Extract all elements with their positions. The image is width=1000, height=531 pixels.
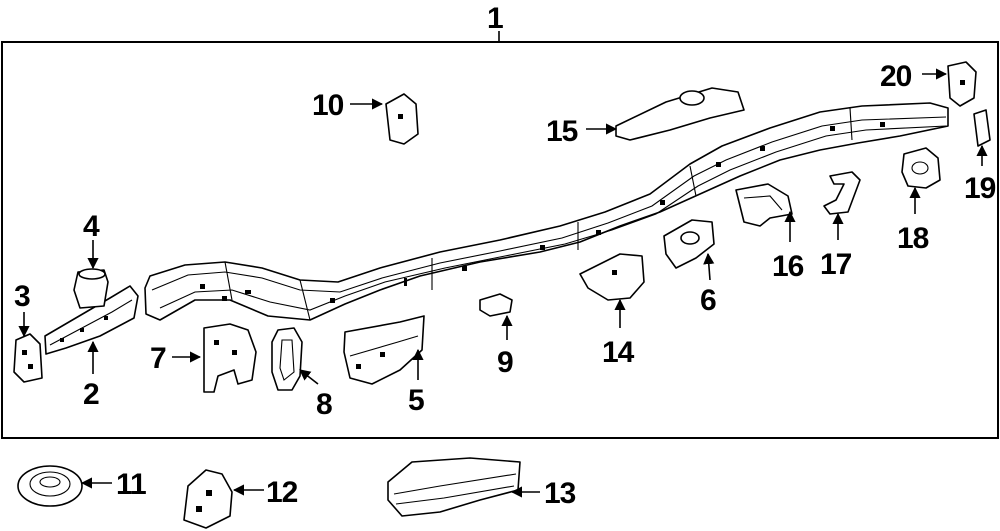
callout-4: 4 — [83, 210, 100, 243]
callout-16: 16 — [772, 250, 804, 283]
callout-12: 12 — [266, 476, 298, 509]
callout-20: 20 — [880, 60, 912, 93]
callout-2: 2 — [83, 378, 99, 411]
part-18-mount — [901, 147, 941, 189]
callout-3: 3 — [14, 280, 30, 313]
callout-9: 9 — [497, 346, 513, 379]
assembly-boundary-box — [1, 41, 999, 439]
leader-8 — [299, 369, 319, 385]
callout-15: 15 — [546, 115, 578, 148]
callout-8: 8 — [316, 388, 332, 421]
part-15-cross-member — [615, 87, 745, 141]
part-12-bracket — [183, 469, 233, 529]
callout-18: 18 — [897, 222, 929, 255]
part-19-clip — [973, 109, 991, 147]
callout-17: 17 — [820, 248, 852, 281]
callout-14: 14 — [602, 336, 635, 369]
callout-11: 11 — [116, 468, 146, 501]
part-20-bracket — [947, 61, 977, 107]
callout-10: 10 — [312, 89, 344, 122]
callout-19: 19 — [964, 172, 996, 205]
part-6-mount — [663, 219, 715, 269]
part-3-plate — [13, 333, 43, 383]
callout-1: 1 — [487, 2, 503, 35]
part-16-bracket — [735, 183, 793, 227]
part-14-bracket — [579, 253, 645, 301]
part-2-front-bracket — [44, 285, 139, 355]
part-7-bracket — [203, 323, 257, 393]
callout-5: 5 — [408, 384, 424, 417]
frame-rail-assembly — [144, 102, 949, 321]
part-8-loop-bracket — [271, 327, 303, 391]
callout-13: 13 — [544, 477, 576, 510]
callout-7: 7 — [150, 342, 166, 375]
part-11-spring-seat — [17, 465, 83, 507]
part-10-bracket — [385, 93, 419, 145]
part-9-pad — [479, 293, 513, 317]
part-5-bracket — [343, 315, 425, 385]
part-13-rail-section — [387, 457, 521, 517]
part-17-hook-bracket — [823, 171, 861, 215]
leader-6 — [703, 252, 715, 281]
part-4-mount — [73, 268, 109, 309]
callout-6: 6 — [700, 284, 716, 317]
